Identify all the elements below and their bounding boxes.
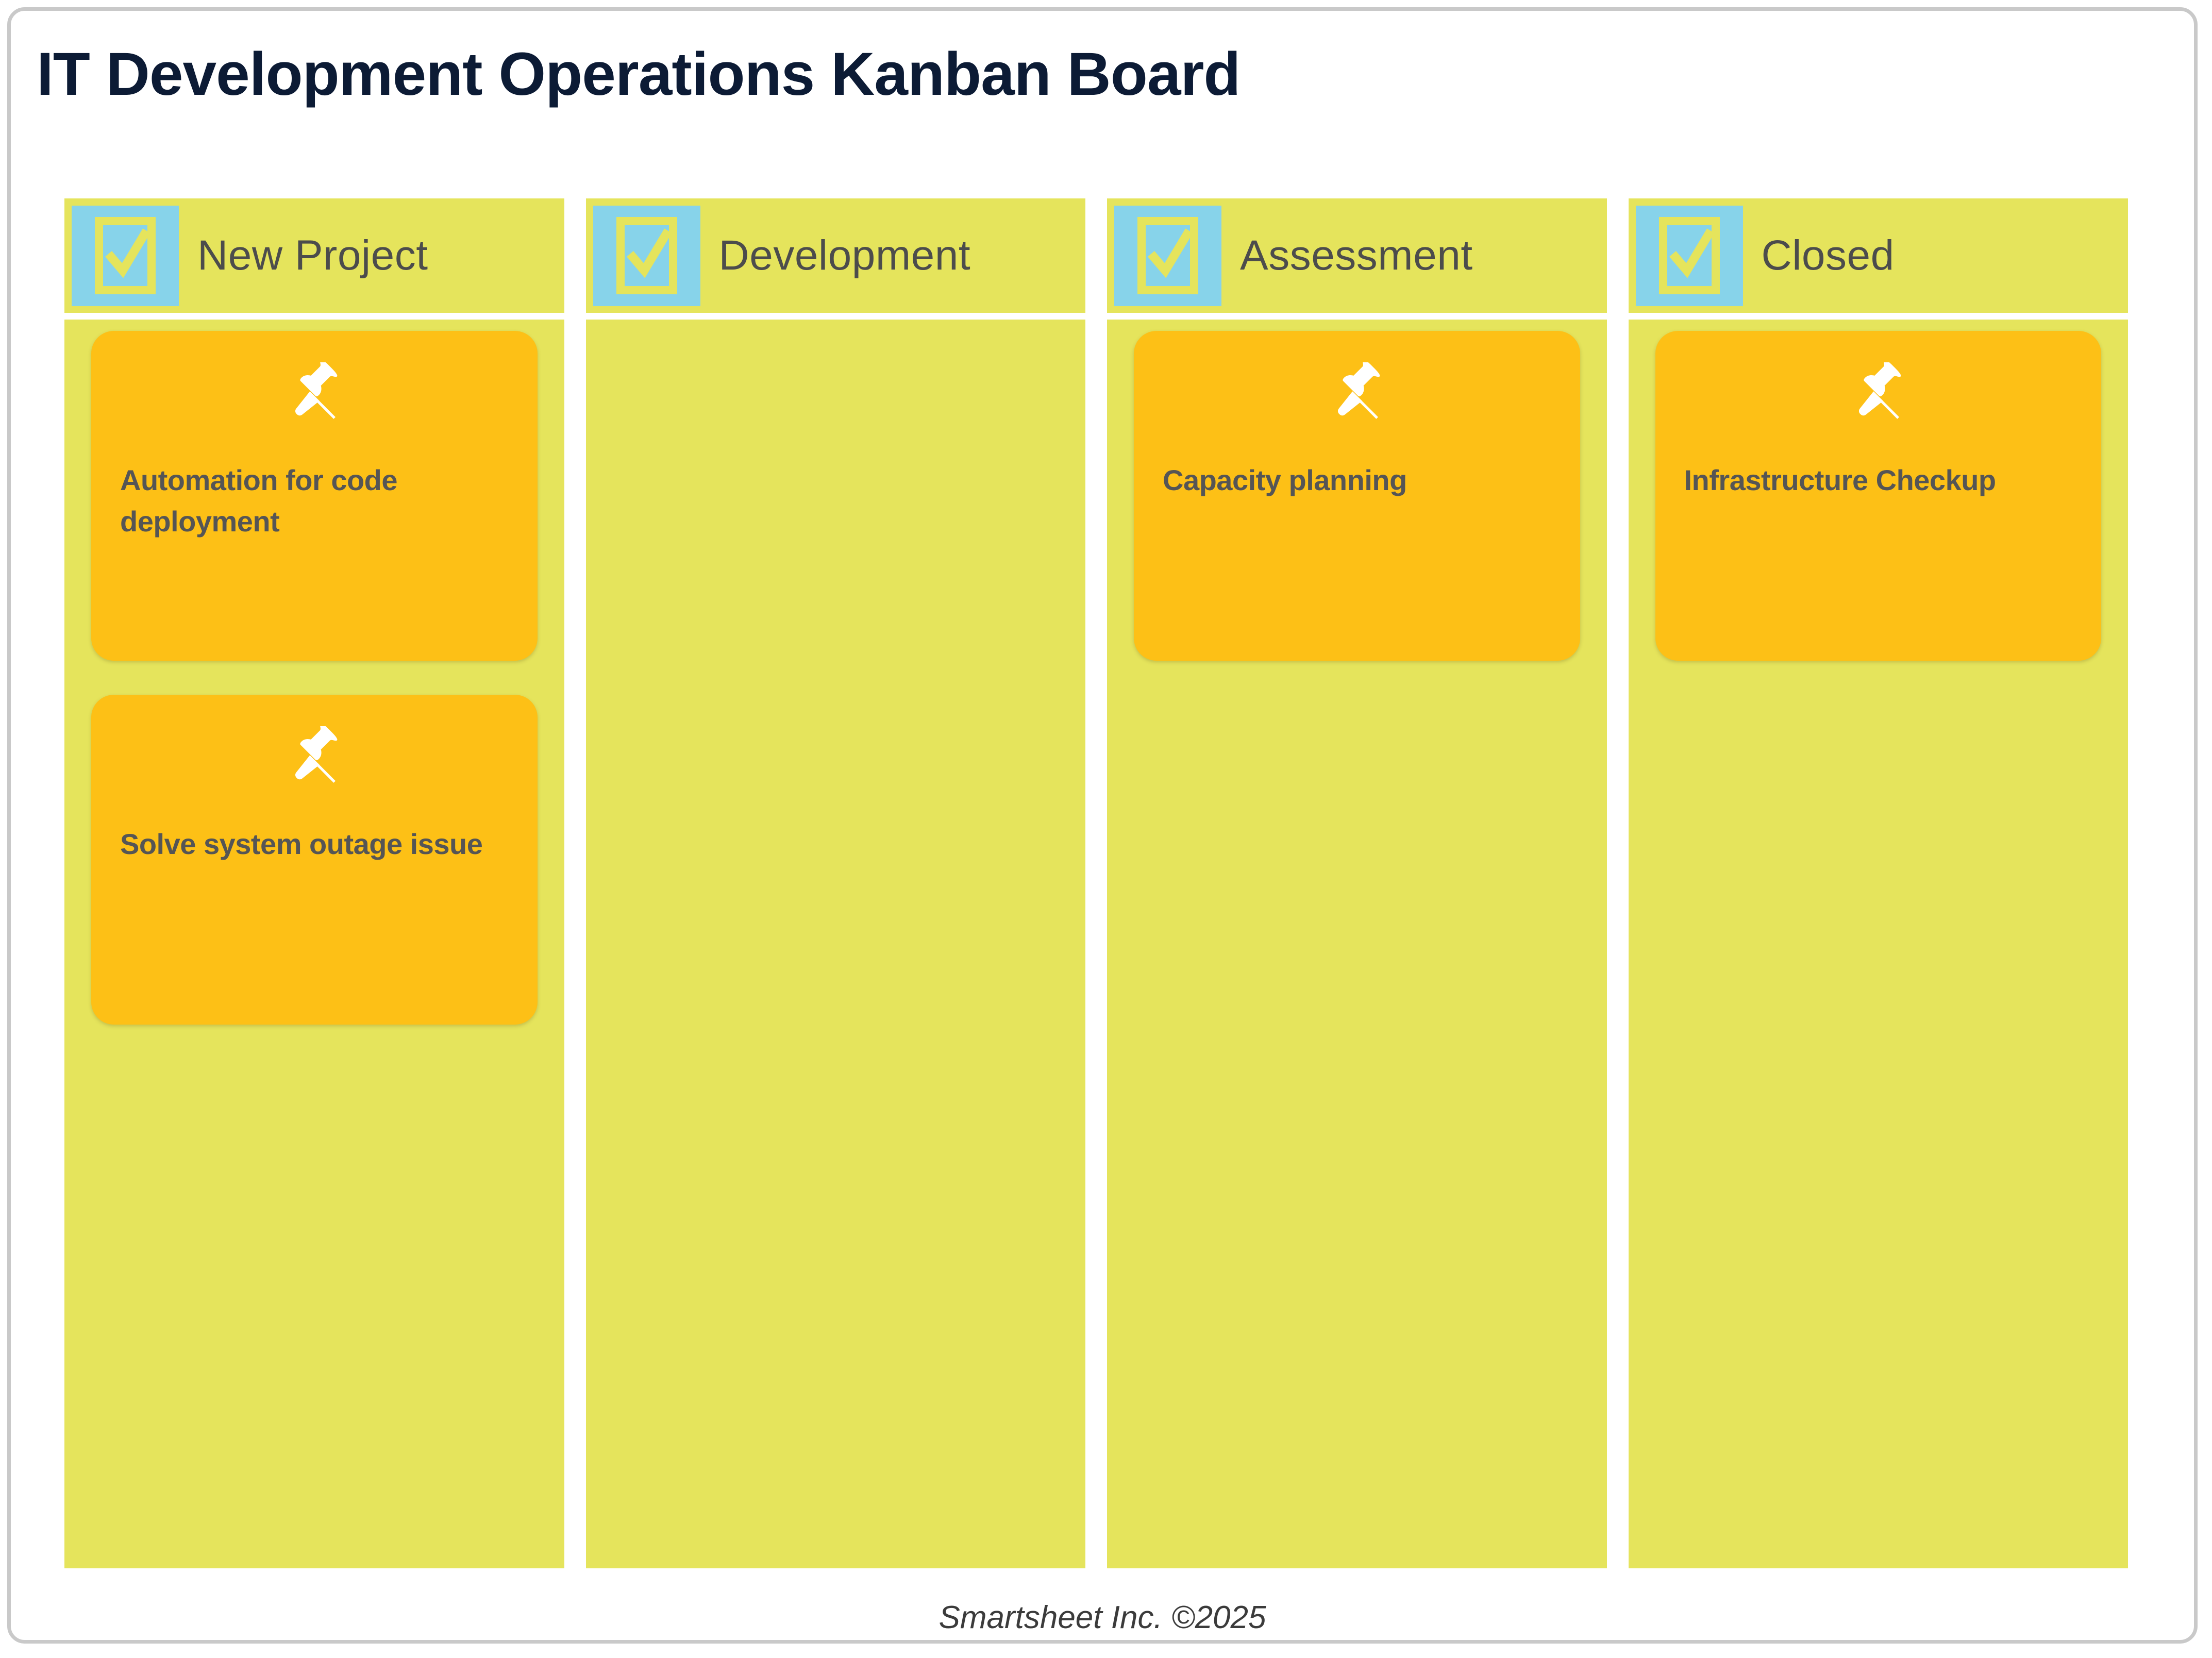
kanban-column-closed[interactable]: Closed Infrastructure Checkup xyxy=(1628,198,2128,1568)
card-title: Solve system outage issue xyxy=(120,828,483,860)
checkbox-checked-icon xyxy=(593,205,700,306)
column-body-new-project[interactable]: Automation for code deployment Solve sys… xyxy=(64,320,564,1568)
column-title-label: New Project xyxy=(197,232,428,279)
column-title-label: Closed xyxy=(1761,232,1895,279)
kanban-board: New Project Automation for code deployme… xyxy=(64,198,2128,1568)
pushpin-icon xyxy=(1134,331,1580,460)
kanban-column-assessment[interactable]: Assessment Capacity planning xyxy=(1107,198,1607,1568)
board-frame: IT Development Operations Kanban Board N… xyxy=(7,7,2198,1644)
pushpin-icon xyxy=(91,695,538,824)
column-body-development[interactable] xyxy=(585,320,1085,1568)
column-header-closed: Closed xyxy=(1628,198,2128,313)
card-title: Capacity planning xyxy=(1163,464,1407,496)
pushpin-icon xyxy=(1655,331,2102,460)
column-title-label: Assessment xyxy=(1240,232,1473,279)
footer-copyright: Smartsheet Inc. ©2025 xyxy=(939,1600,1266,1635)
column-header-development: Development xyxy=(585,198,1085,313)
column-header-new-project: New Project xyxy=(64,198,564,313)
kanban-card[interactable]: Automation for code deployment xyxy=(91,331,538,661)
kanban-card[interactable]: Capacity planning xyxy=(1134,331,1580,661)
card-title: Automation for code deployment xyxy=(120,464,398,538)
kanban-card[interactable]: Solve system outage issue xyxy=(91,695,538,1025)
kanban-column-new-project[interactable]: New Project Automation for code deployme… xyxy=(64,198,564,1568)
kanban-column-development[interactable]: Development xyxy=(585,198,1085,1568)
column-header-assessment: Assessment xyxy=(1107,198,1607,313)
kanban-card[interactable]: Infrastructure Checkup xyxy=(1655,331,2102,661)
column-body-closed[interactable]: Infrastructure Checkup xyxy=(1628,320,2128,1568)
column-body-assessment[interactable]: Capacity planning xyxy=(1107,320,1607,1568)
card-title: Infrastructure Checkup xyxy=(1684,464,1997,496)
checkbox-checked-icon xyxy=(1114,205,1221,306)
checkbox-checked-icon xyxy=(72,205,179,306)
checkbox-checked-icon xyxy=(1635,205,1743,306)
page-title: IT Development Operations Kanban Board xyxy=(37,40,1241,108)
column-title-label: Development xyxy=(718,232,971,279)
pushpin-icon xyxy=(91,331,538,460)
